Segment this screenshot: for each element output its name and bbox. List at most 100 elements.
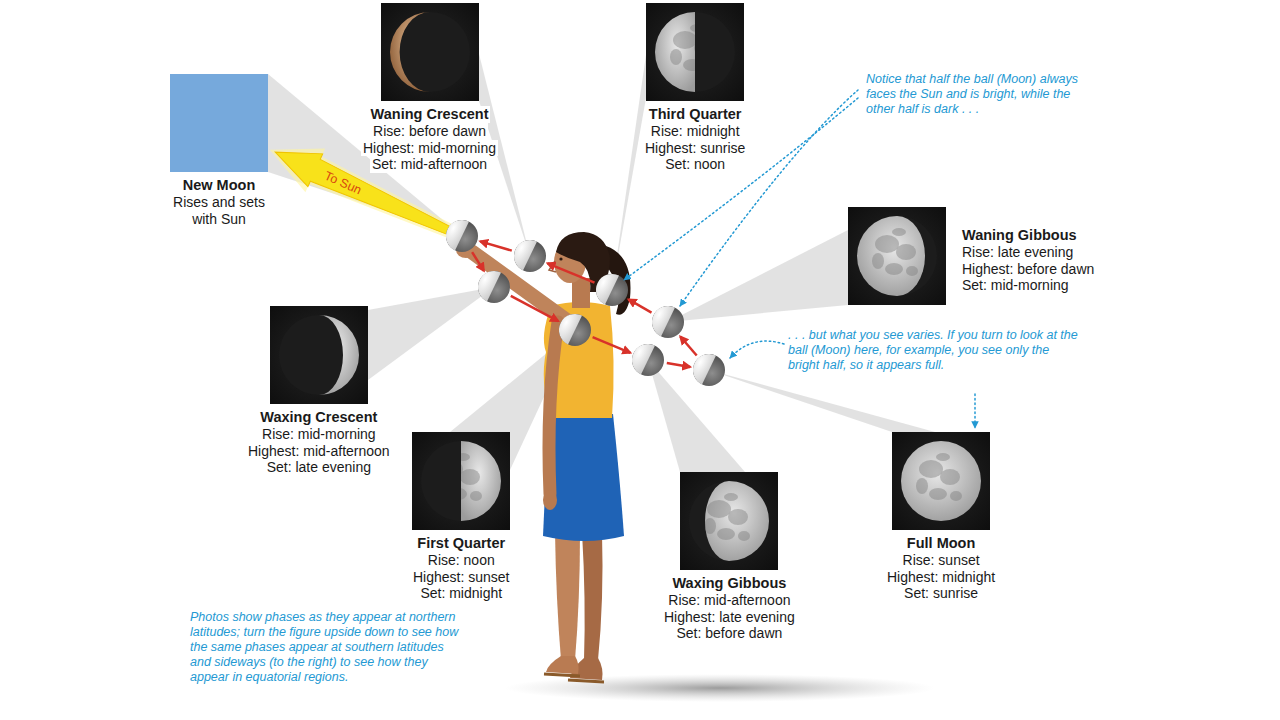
- phase-timing: Rise: sunset: [901, 552, 982, 569]
- moon-mare: [683, 59, 701, 71]
- moon-maria: [916, 453, 962, 501]
- phase-timing: Set: mid-morning: [960, 277, 1071, 294]
- callout-leaders: [624, 90, 975, 428]
- phase-timing: Rise: late evening: [960, 244, 1075, 261]
- moon-photo: [381, 3, 479, 101]
- moon-mare: [885, 263, 903, 275]
- moon-mare: [314, 327, 328, 335]
- phase-timing: Highest: mid-morning: [361, 140, 498, 157]
- phase-timing: Highest: midnight: [885, 569, 997, 586]
- moon-mare: [919, 460, 943, 478]
- moon-mare: [916, 478, 928, 494]
- phase-name: Waxing Gibbous: [670, 575, 788, 592]
- text-group: Waning GibbousRise: late eveningHighest:…: [960, 207, 1096, 294]
- phase-card: Waxing CrescentRise: mid-morningHighest:…: [246, 306, 392, 476]
- moon-disc: [689, 481, 769, 561]
- moon-disc: [390, 12, 470, 92]
- moon-maria: [704, 493, 750, 541]
- sun-square: [170, 74, 268, 172]
- phase-timing: Rise: mid-morning: [260, 426, 378, 443]
- phase-timing: Rises and sets with Sun: [161, 194, 277, 227]
- orbit-arrow: [667, 363, 690, 367]
- arrow-label: To Sun: [322, 169, 363, 198]
- moon-maria: [872, 228, 918, 276]
- moon-ball: [509, 235, 546, 272]
- text-group: Third QuarterRise: midnightHighest: sunr…: [643, 101, 747, 173]
- moon-mare: [690, 24, 704, 32]
- woman-figure: [456, 232, 631, 682]
- phase-name: Third Quarter: [647, 106, 744, 123]
- phase-timing: Rise: before dawn: [371, 123, 488, 140]
- sun-square-fill: [170, 74, 268, 172]
- callout-note: Notice that half the ball (Moon) always …: [866, 72, 1098, 117]
- moon-mare: [294, 352, 306, 368]
- moon-mare: [405, 49, 417, 65]
- text-group: Waxing CrescentRise: mid-morningHighest:…: [246, 404, 392, 476]
- ball-lit-half: [509, 235, 537, 271]
- ball-lit-half: [688, 349, 716, 385]
- phase-name: New Moon: [181, 177, 258, 194]
- moon-image: [848, 207, 946, 305]
- moon-disc: [655, 12, 735, 92]
- moon-image: [270, 306, 368, 404]
- orbit-arrow: [472, 252, 484, 271]
- phase-timing: Highest: late evening: [662, 609, 797, 626]
- caption-note: Photos show phases as they appear at nor…: [190, 610, 462, 685]
- orbit-arrows: [472, 241, 697, 367]
- sun-box: [170, 74, 268, 172]
- moon-mare: [436, 478, 448, 494]
- callout-leader: [730, 341, 784, 358]
- photo-background: [412, 432, 510, 530]
- text-group: First QuarterRise: noonHighest: sunsetSe…: [411, 530, 512, 602]
- callout-leader: [624, 98, 858, 280]
- moon-mare: [936, 453, 950, 461]
- orbit-arrow: [548, 263, 595, 282]
- moon-maria: [405, 24, 451, 72]
- moon-ball: [591, 269, 628, 306]
- phase-timing: Set: before dawn: [674, 625, 784, 642]
- moon-mare: [439, 62, 451, 72]
- ground-shadow: [505, 674, 935, 702]
- moon-lit-side: [857, 216, 925, 296]
- view-wedge: [368, 287, 494, 380]
- moon-maria: [436, 453, 482, 501]
- foot: [546, 656, 579, 674]
- moon-ball: [688, 349, 725, 386]
- leg: [555, 532, 580, 660]
- moon-dark-side: [390, 12, 470, 92]
- moon-image: [412, 432, 510, 530]
- phase-card: Waxing GibbousRise: mid-afternoonHighest…: [662, 472, 797, 642]
- moon-image: [680, 472, 778, 570]
- moon-ball: [647, 301, 684, 338]
- moon-mare: [297, 334, 321, 352]
- moon-disc: [901, 441, 981, 521]
- moon-dark-side: [689, 481, 769, 561]
- moon-balls: [441, 215, 725, 386]
- ball-lit-half: [473, 266, 501, 302]
- moon-mare: [418, 59, 436, 71]
- phase-timing: Rise: noon: [426, 552, 497, 569]
- phase-card: Waning CrescentRise: before dawnHighest:…: [361, 3, 498, 173]
- moon-mare: [872, 253, 884, 269]
- phase-card: Waning GibbousRise: late eveningHighest:…: [848, 207, 1096, 305]
- moon-lit-side: [319, 315, 359, 395]
- orbit-arrow: [680, 337, 696, 356]
- moon-mare: [738, 531, 750, 541]
- leg: [582, 532, 603, 660]
- moon-mare: [875, 235, 899, 253]
- text-group: Waxing GibbousRise: mid-afternoonHighest…: [662, 570, 797, 642]
- ball-lit-half: [441, 215, 469, 251]
- moon-mare: [673, 31, 697, 49]
- moon-lit-side: [390, 12, 430, 92]
- moon-mare: [892, 228, 906, 236]
- phase-timing: Highest: mid-afternoon: [246, 443, 392, 460]
- moon-photo: [848, 207, 946, 305]
- moon-mare: [429, 40, 449, 56]
- moon-dark-side: [901, 441, 981, 521]
- moon-photo: [892, 432, 990, 530]
- ball-lit-half: [591, 269, 619, 305]
- phase-timing: Set: sunrise: [902, 585, 980, 602]
- hanging-arm: [549, 322, 558, 494]
- orbit-arrow: [593, 337, 631, 353]
- moon-mare: [408, 31, 432, 49]
